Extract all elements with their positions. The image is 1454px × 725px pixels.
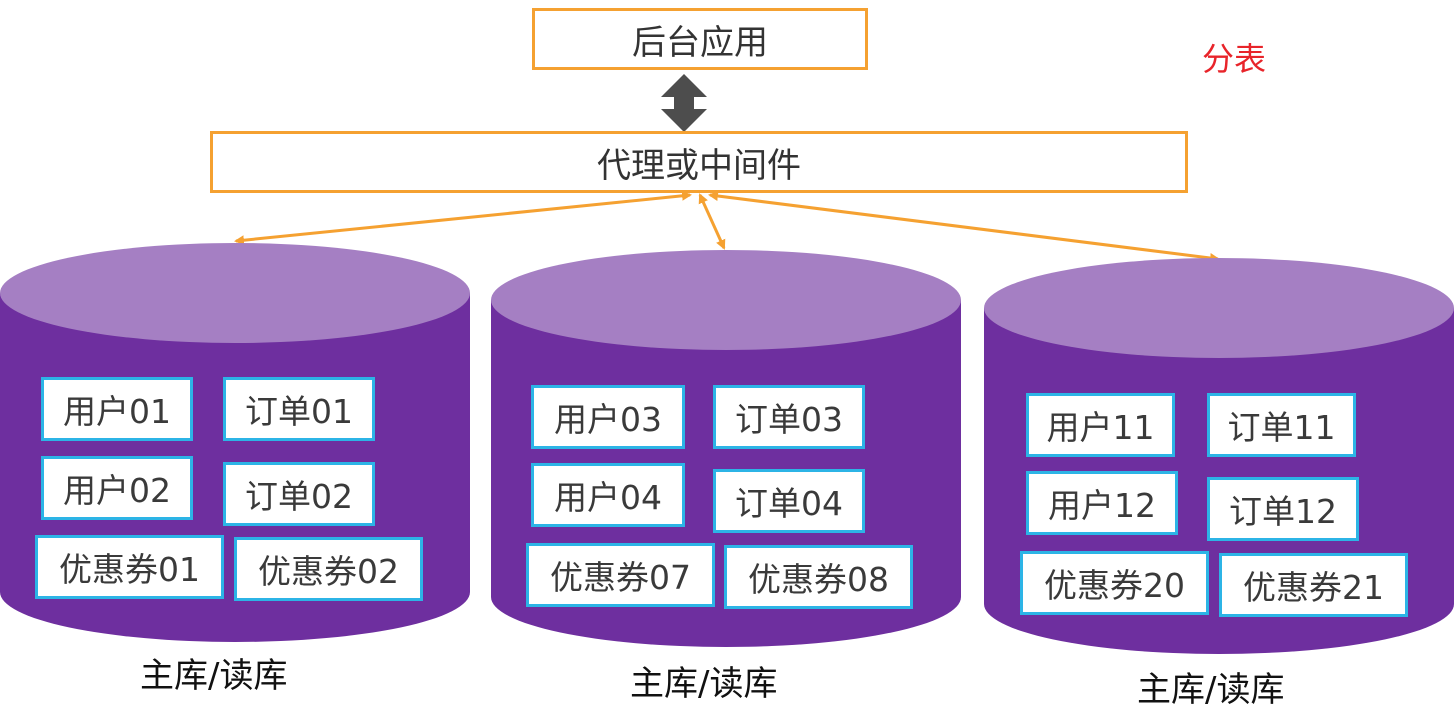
backend-app-box: 后台应用: [532, 8, 868, 70]
table-tile: 优惠券21: [1219, 553, 1408, 617]
table-tile: 订单11: [1207, 393, 1356, 457]
proxy-middleware-box: 代理或中间件: [210, 131, 1188, 193]
table-tile: 用户04: [531, 463, 685, 527]
table-tile: 优惠券07: [526, 543, 715, 607]
table-tile: 用户01: [41, 377, 193, 441]
database-label-1: 主库/读库: [140, 656, 288, 696]
proxy-middleware-label: 代理或中间件: [597, 145, 801, 186]
table-tile: 优惠券20: [1020, 551, 1209, 615]
table-tile: 订单01: [223, 377, 375, 441]
database-label-3: 主库/读库: [1137, 670, 1285, 710]
table-tile: 优惠券02: [234, 537, 423, 601]
database-label-2: 主库/读库: [630, 664, 778, 704]
table-tile: 用户12: [1026, 471, 1178, 535]
table-tile: 优惠券01: [35, 535, 224, 599]
diagram-title: 分表: [1202, 40, 1267, 78]
connector-arrow-db1: [234, 190, 692, 246]
table-tile: 订单02: [223, 462, 375, 526]
connector-arrow-db2: [698, 193, 726, 250]
table-tile: 订单03: [713, 385, 865, 449]
bidirectional-arrow-icon: [661, 74, 707, 132]
table-tile: 用户03: [531, 385, 685, 449]
connector-arrow-db3: [708, 191, 1220, 263]
table-tile: 用户02: [41, 456, 193, 520]
table-tile: 优惠券08: [724, 545, 913, 609]
backend-app-label: 后台应用: [632, 22, 768, 63]
table-tile: 订单04: [713, 469, 865, 533]
table-tile: 用户11: [1026, 393, 1175, 457]
table-tile: 订单12: [1207, 477, 1359, 541]
